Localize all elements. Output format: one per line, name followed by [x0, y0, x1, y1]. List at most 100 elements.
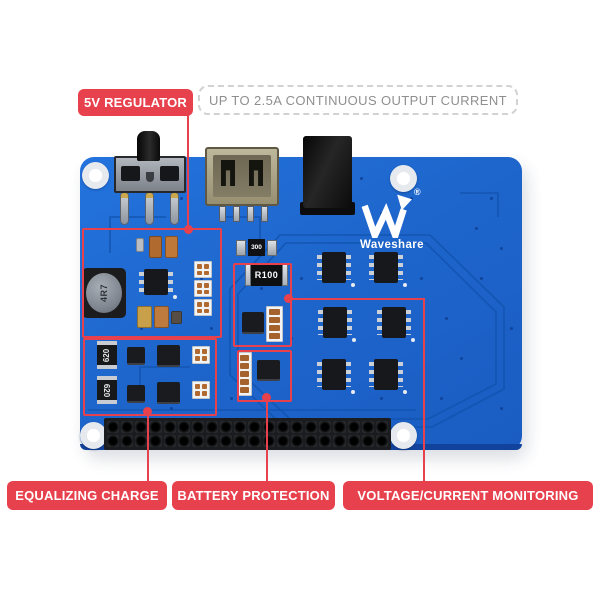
gpio-pin-hole	[347, 421, 360, 433]
callout-dot-equalizing	[143, 407, 152, 416]
balance-chip	[157, 382, 180, 404]
soic-chip	[369, 252, 407, 287]
via-dot	[460, 357, 463, 360]
gpio-pin-hole	[135, 421, 148, 433]
switch-leg	[170, 192, 179, 225]
resistor-620: 620	[97, 341, 117, 369]
gpio-pin-hole	[149, 435, 162, 447]
via-dot	[300, 277, 303, 280]
gpio-pin-hole	[248, 421, 261, 433]
gpio-pin-hole	[220, 435, 233, 447]
label-battery-protection: BATTERY PROTECTION	[172, 481, 335, 510]
usb-contact	[221, 160, 235, 186]
gpio-pin-hole	[375, 421, 388, 433]
gpio-pin-hole	[163, 421, 176, 433]
gpio-pin-hole	[319, 435, 332, 447]
via-dot	[490, 197, 493, 200]
via-dot	[420, 277, 423, 280]
usb-pin	[233, 206, 240, 222]
soic-chip	[317, 252, 355, 287]
label-equalizing-charge: EQUALIZING CHARGE	[7, 481, 167, 510]
soic-chip	[318, 307, 356, 342]
usb-pin	[261, 206, 268, 222]
gpio-pin-hole	[375, 435, 388, 447]
mounting-hole-top-right	[390, 165, 417, 192]
via-dot	[210, 327, 213, 330]
label-voltage-current-monitoring-text: VOLTAGE/CURRENT MONITORING	[357, 488, 579, 503]
switch-slot-right	[160, 166, 179, 181]
gpio-pin-hole	[121, 421, 134, 433]
component-300: 300	[236, 239, 277, 256]
resistor-pack	[194, 299, 212, 316]
gpio-pin-hole	[234, 421, 247, 433]
gpio-pin-hole	[163, 435, 176, 447]
smd-capacitor	[154, 306, 169, 328]
via-dot	[510, 327, 513, 330]
gpio-pin-hole	[121, 435, 134, 447]
resistor-array	[266, 306, 283, 342]
smd-capacitor	[171, 311, 182, 324]
shunt-resistor-label: R100	[251, 264, 282, 286]
gpio-pin-hole	[305, 421, 318, 433]
label-5v-regulator: 5V REGULATOR	[78, 89, 193, 116]
inductor-disc: 4R7	[86, 273, 122, 313]
via-dot	[140, 327, 143, 330]
gpio-pin-hole	[191, 421, 205, 433]
note-output-current: UP TO 2.5A CONTINUOUS OUTPUT CURRENT	[198, 85, 518, 115]
callout-rect-5v-regulator	[82, 228, 222, 338]
usb-contact	[249, 160, 263, 186]
resistor-pack	[192, 346, 210, 364]
pcb-board: ® Waveshare 4R7 300 R100 62	[80, 131, 522, 450]
callout-dot-battery	[262, 393, 271, 402]
resistor-pack	[192, 381, 210, 399]
mounting-hole-bottom-left	[80, 422, 107, 449]
gpio-pin-hole	[206, 435, 219, 447]
power-switch-lever	[137, 131, 160, 161]
callout-rect-monitoring	[233, 263, 292, 347]
power-switch-body	[114, 156, 186, 193]
usb-pin	[219, 206, 226, 222]
gpio-pin-hole	[191, 435, 205, 447]
gpio-pin-hole	[177, 421, 190, 433]
gpio-pin-hole	[305, 435, 318, 447]
via-dot	[475, 227, 478, 230]
smd-capacitor	[136, 238, 144, 252]
callout-line-5v	[187, 115, 189, 230]
via-dot	[445, 317, 448, 320]
via-dot	[480, 277, 483, 280]
label-5v-regulator-text: 5V REGULATOR	[83, 95, 188, 110]
soic-chip	[369, 359, 407, 394]
gpio-pin-hole	[347, 435, 360, 447]
gpio-header	[104, 418, 391, 450]
waveshare-brand-text: Waveshare	[360, 239, 424, 251]
component-300-label: 300	[248, 239, 265, 256]
switch-notch	[146, 172, 154, 182]
callout-line-battery	[266, 398, 268, 482]
gpio-pin-hole	[319, 421, 332, 433]
shunt-resistor-r100: R100	[245, 264, 288, 286]
regulator-chip	[139, 269, 177, 299]
gpio-pin-hole	[206, 421, 219, 433]
gpio-pin-hole	[276, 435, 289, 447]
smd-capacitor	[165, 236, 178, 258]
note-output-current-text: UP TO 2.5A CONTINUOUS OUTPUT CURRENT	[208, 92, 508, 108]
via-dot	[200, 277, 203, 280]
gpio-pin-hole	[290, 421, 304, 433]
gpio-pin-hole	[234, 435, 247, 447]
resistor-620: 620	[97, 376, 117, 404]
switch-leg	[120, 192, 129, 225]
soic-chip	[377, 307, 415, 342]
via-dot	[500, 247, 503, 250]
waveshare-logo-icon	[361, 194, 412, 238]
gpio-pin-hole	[333, 435, 346, 447]
via-dot	[260, 287, 263, 290]
gpio-pin-hole	[107, 435, 120, 447]
label-equalizing-charge-text: EQUALIZING CHARGE	[15, 488, 159, 503]
gpio-pin-hole	[248, 435, 261, 447]
gpio-pin-hole	[177, 435, 190, 447]
via-dot	[180, 197, 183, 200]
callout-dot-monitoring	[284, 294, 293, 303]
usb-recess	[213, 155, 271, 197]
chip-grid-layer	[80, 157, 522, 450]
smd-capacitor	[137, 306, 152, 328]
